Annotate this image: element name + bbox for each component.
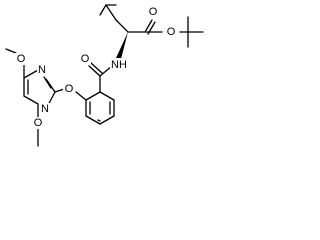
isopropyl-group	[99, 4, 117, 21]
atom-label-pyrimidine-n-lower: N	[41, 103, 49, 115]
amide-bond	[88, 62, 113, 77]
ester-backbone	[115, 16, 204, 48]
pyrimidine-ring	[23, 69, 56, 110]
benzene-ring	[85, 75, 115, 125]
chemical-structure-diagram: O O NH O O N N O O	[5, 4, 204, 147]
atom-labels: O O NH O O N N O O	[15, 6, 179, 129]
atom-label-ester-o: O	[167, 26, 176, 38]
atom-label-methoxy-o-top: O	[17, 53, 26, 65]
atom-label-methoxy-o-bottom: O	[34, 117, 43, 129]
stereo-wedge-bond	[116, 32, 128, 59]
methoxy-groups	[5, 48, 39, 147]
atom-label-amide-o: O	[81, 53, 90, 65]
atom-label-amide-nh: NH	[111, 59, 127, 71]
aryl-ether-link	[54, 88, 87, 101]
atom-label-pyrimidine-n-upper: N	[38, 64, 46, 76]
atom-label-aryl-ether-o: O	[65, 83, 74, 95]
atom-label-ester-carbonyl-o: O	[149, 6, 158, 18]
